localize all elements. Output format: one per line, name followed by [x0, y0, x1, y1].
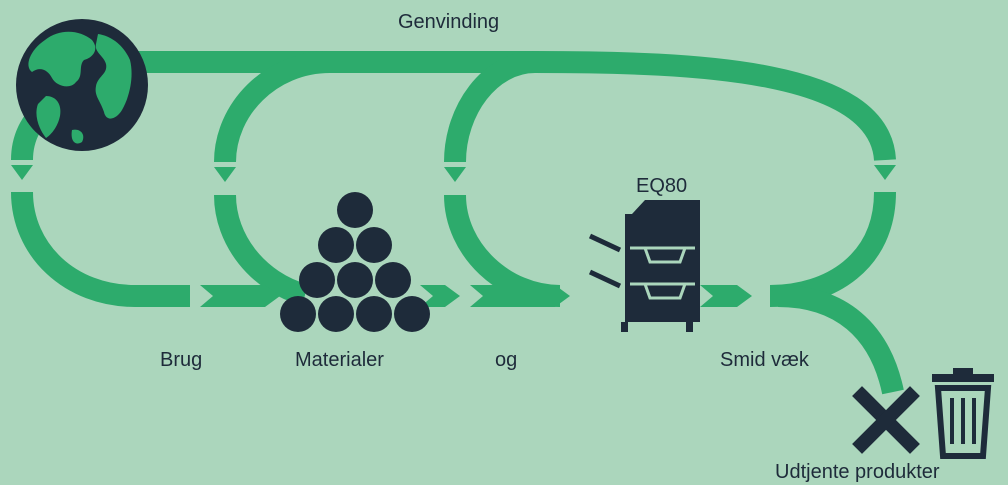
trash-bin-icon	[932, 368, 994, 459]
and-label: og	[495, 349, 518, 371]
globe-icon	[16, 19, 148, 151]
model-label: EQ80	[636, 175, 688, 197]
bottom-flow-chevrons	[200, 285, 752, 307]
loop-b-lower	[214, 194, 309, 306]
recovery-label: Genvinding	[398, 11, 500, 33]
loop-b-upper	[214, 51, 331, 163]
cross-icon	[852, 386, 920, 454]
material-stack-icon	[280, 192, 430, 332]
discard-label: Smid væk	[720, 349, 809, 371]
materials-label: Materialer	[295, 349, 384, 371]
printer-icon	[588, 200, 700, 332]
loop-arrow-tips	[11, 165, 896, 182]
end-of-life-label: Udtjente produkter	[775, 461, 940, 483]
outer-right-loop-upper	[534, 51, 896, 162]
outer-right-loop-lower	[769, 191, 896, 307]
loop-c-lower	[444, 194, 561, 307]
outer-left-loop-lower	[11, 191, 190, 307]
disposal-flow	[777, 285, 904, 395]
use-label: Brug	[160, 349, 203, 371]
loop-c-upper	[444, 51, 536, 163]
